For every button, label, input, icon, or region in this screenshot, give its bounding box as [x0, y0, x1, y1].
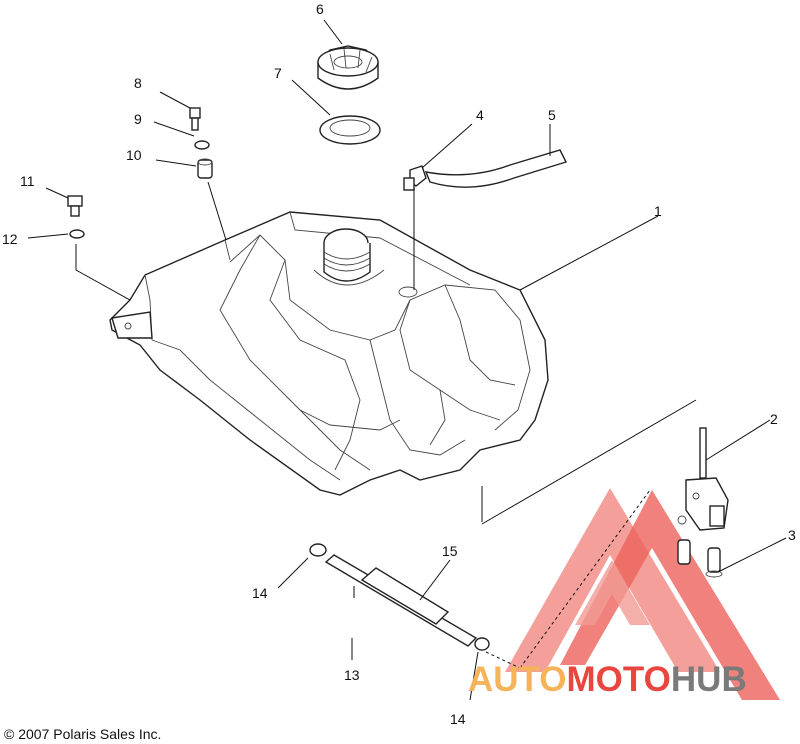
callout-7: 7 [274, 65, 282, 81]
watermark-text: AUTOMOTOHUB [468, 660, 747, 700]
callout-4: 4 [476, 107, 484, 123]
callout-11: 11 [20, 173, 35, 189]
cap-gasket[interactable] [319, 115, 381, 145]
callout-10: 10 [126, 147, 142, 163]
callout-5: 5 [548, 107, 556, 123]
callout-6: 6 [316, 1, 324, 17]
fuel-valve[interactable] [677, 427, 729, 531]
watermark-part-hub: HUB [670, 660, 747, 699]
vent-fitting[interactable] [403, 165, 427, 191]
callout-2: 2 [770, 411, 778, 427]
washer-12[interactable] [69, 229, 85, 239]
callout-9: 9 [134, 111, 142, 127]
washer-9[interactable] [194, 140, 210, 150]
bolt-8[interactable] [189, 107, 201, 131]
line-sleeve[interactable] [360, 567, 450, 625]
leader-lines [27, 19, 787, 701]
vent-hose[interactable] [424, 149, 567, 188]
fuel-cap[interactable] [317, 45, 379, 90]
watermark-logo-icon [505, 488, 780, 700]
valve-screw-3[interactable] [677, 539, 723, 578]
callout-3: 3 [788, 527, 796, 543]
callout-1: 1 [654, 203, 662, 219]
callout-12: 12 [2, 231, 18, 247]
callout-labels: 1 2 3 4 5 6 7 8 9 10 11 12 13 14 14 15 [2, 1, 796, 727]
bolt-11[interactable] [67, 195, 83, 217]
grommet-10[interactable] [197, 158, 213, 179]
callout-8: 8 [134, 75, 142, 91]
watermark-part-moto: MOTO [566, 660, 671, 699]
clamp-14-lower[interactable] [474, 637, 490, 651]
clamp-14-upper[interactable] [309, 543, 327, 557]
callout-14-lower: 14 [450, 711, 466, 727]
callout-13: 13 [344, 667, 360, 683]
callout-15: 15 [442, 543, 458, 559]
fuel-tank[interactable] [109, 211, 549, 496]
watermark-part-auto: AUTO [468, 660, 567, 699]
copyright-notice: © 2007 Polaris Sales Inc. [4, 726, 162, 742]
callout-14-upper: 14 [252, 585, 268, 601]
